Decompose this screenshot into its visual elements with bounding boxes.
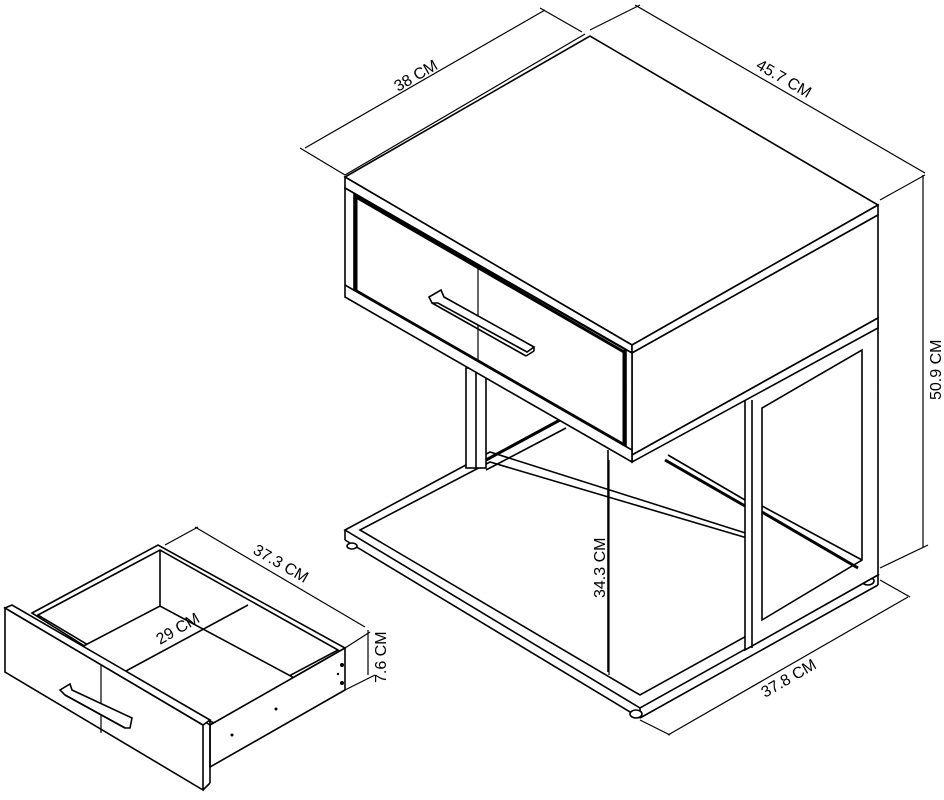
label-clearance-height: 34.3 CM	[592, 538, 609, 598]
label-table-depth: 38 CM	[392, 57, 441, 95]
label-drawer-height: 7.6 CM	[373, 631, 390, 683]
drawer-dimension-lines	[164, 526, 376, 691]
open-drawer	[3, 544, 347, 792]
label-table-height: 50.9 CM	[928, 340, 944, 400]
right-side-frame	[664, 320, 879, 652]
label-base-depth: 37.8 CM	[759, 657, 820, 702]
drawer-handle	[427, 288, 536, 357]
drawer-front	[353, 192, 627, 448]
back-left-leg	[465, 367, 567, 471]
open-drawer-handle	[58, 682, 133, 729]
bedside-table	[343, 35, 881, 719]
dimension-lines	[299, 4, 929, 736]
